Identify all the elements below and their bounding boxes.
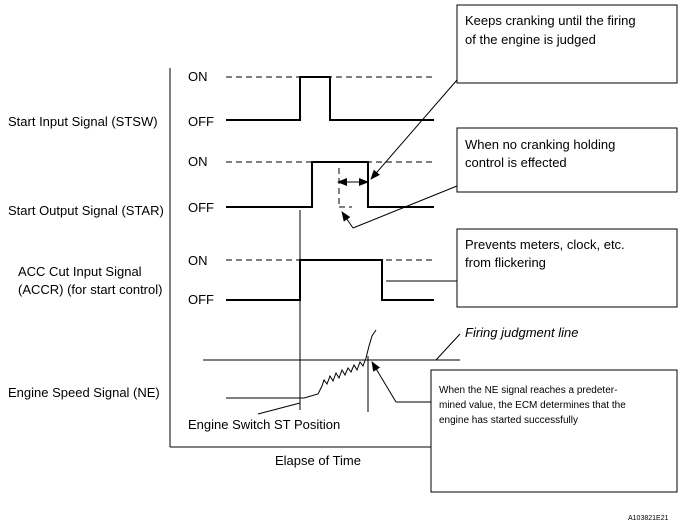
off-label-accr: OFF xyxy=(188,292,214,307)
signal-label-star: Start Output Signal (STAR) xyxy=(8,203,164,218)
callout-holding-line2: control is effected xyxy=(465,155,567,170)
signal-label-stsw: Start Input Signal (STSW) xyxy=(8,114,158,129)
callout-flicker xyxy=(456,228,678,308)
engine-switch-leader xyxy=(257,402,301,415)
firing-judgment-label: Firing judgment line xyxy=(465,325,578,340)
figure-id: A103821E21 xyxy=(628,515,669,522)
on-label-star: ON xyxy=(188,154,208,169)
off-label-star: OFF xyxy=(188,200,214,215)
callout-cranking xyxy=(456,4,678,84)
callout-cranking-arrow xyxy=(370,79,458,180)
off-label-stsw: OFF xyxy=(188,114,214,129)
callout-holding-line1: When no cranking holding xyxy=(465,137,615,152)
on-label-stsw: ON xyxy=(188,69,208,84)
signal-label-accr-2: (ACCR) (for start control) xyxy=(18,282,162,297)
stsw-waveform xyxy=(226,76,434,121)
signal-label-ne: Engine Speed Signal (NE) xyxy=(8,385,160,400)
engine-switch-label: Engine Switch ST Position xyxy=(188,417,340,432)
firing-judgment-leader xyxy=(435,333,461,361)
callout-ne xyxy=(430,369,678,493)
on-label-accr: ON xyxy=(188,253,208,268)
ne-waveform xyxy=(226,329,377,399)
callout-cranking-line2: of the engine is judged xyxy=(465,32,596,47)
callout-flicker-line1: Prevents meters, clock, etc. xyxy=(465,237,625,252)
callout-ne-line1: When the NE signal reaches a predeter- xyxy=(439,385,617,396)
callout-flicker-line2: from flickering xyxy=(465,255,546,270)
callout-ne-line2: mined value, the ECM determines that the xyxy=(439,400,626,411)
callout-ne-line3: engine has started successfully xyxy=(439,415,578,426)
x-axis-label: Elapse of Time xyxy=(275,453,361,468)
accr-waveform xyxy=(226,259,434,301)
star-waveform xyxy=(226,161,434,208)
callout-holding-arrow-head xyxy=(341,211,354,229)
callout-holding-arrow xyxy=(352,185,458,229)
callout-cranking-line1: Keeps cranking until the firing xyxy=(465,13,636,28)
callout-holding xyxy=(456,127,678,193)
callout-ne-arrow xyxy=(371,361,397,403)
signal-label-accr-1: ACC Cut Input Signal xyxy=(18,264,142,279)
